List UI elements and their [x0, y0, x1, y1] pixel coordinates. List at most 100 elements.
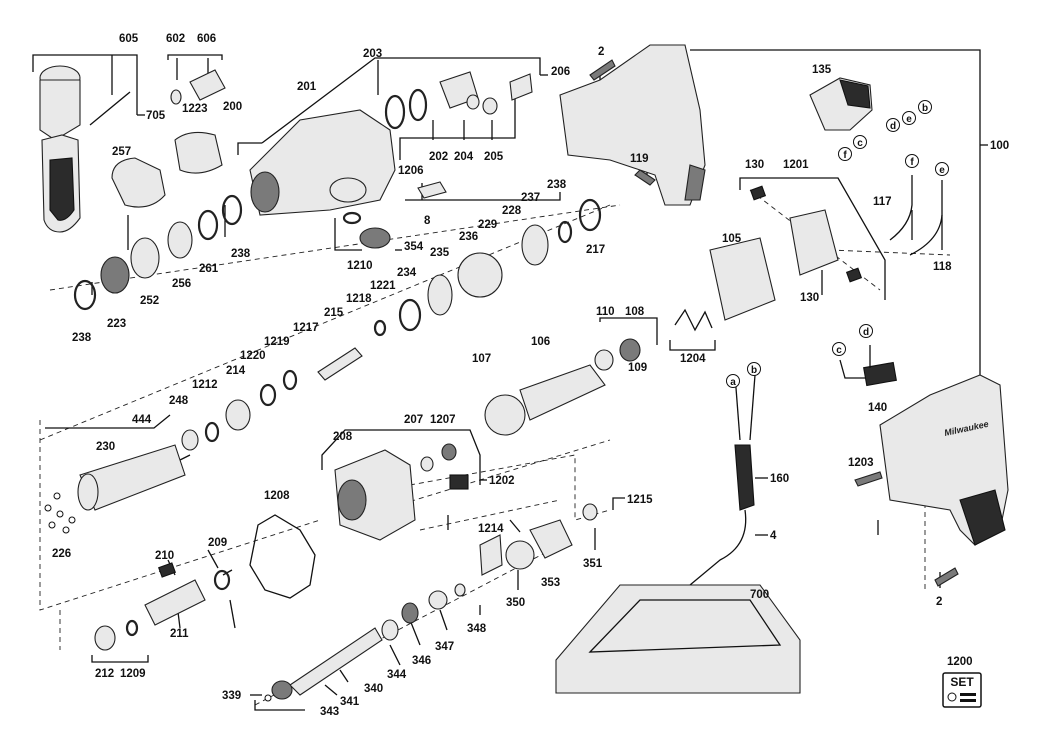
wire-marker: b [747, 362, 761, 376]
part-label: 252 [140, 295, 159, 307]
part-label: 256 [172, 278, 191, 290]
part-label: 1202 [489, 475, 515, 487]
wire-marker: c [853, 135, 867, 149]
part-label: 1215 [627, 494, 653, 506]
set-badge: SET [942, 672, 982, 708]
svg-text:d: d [863, 327, 869, 338]
wire-marker: f [838, 147, 852, 161]
svg-text:b: b [751, 365, 757, 376]
part-label: 106 [531, 336, 550, 348]
part-label: 346 [412, 655, 431, 667]
part-label: 605 [119, 33, 139, 45]
part-label: 1203 [848, 457, 874, 469]
part-label: 1212 [192, 379, 218, 391]
part-label: 203 [363, 48, 382, 60]
part-label: 100 [990, 140, 1009, 152]
wire-marker: d [886, 118, 900, 132]
part-label: 1206 [398, 165, 424, 177]
wire-connection-markers: b e d c f f e d [726, 100, 949, 388]
part-label: 1210 [347, 260, 373, 272]
part-label: 238 [547, 179, 567, 191]
part-label: 4 [770, 530, 777, 542]
part-label: 340 [364, 683, 383, 695]
part-label: 208 [333, 431, 353, 443]
part-label: 1221 [370, 280, 396, 292]
wire-marker: e [935, 162, 949, 176]
part-label: 202 [429, 151, 448, 163]
part-label: 1220 [240, 350, 266, 362]
part-number-labels: 605 602 606 705 1223 257 200 201 203 206… [52, 33, 1009, 718]
part-label: 118 [933, 261, 952, 273]
part-label: 350 [506, 597, 525, 609]
part-label: 339 [222, 690, 241, 702]
svg-text:e: e [906, 114, 912, 125]
part-label: 210 [155, 550, 174, 562]
part-label: 248 [169, 395, 189, 407]
part-label: 348 [467, 623, 487, 635]
part-label: 206 [551, 66, 570, 78]
wire-marker: c [832, 342, 846, 356]
part-label: 705 [146, 110, 166, 122]
part-label: 347 [435, 641, 454, 653]
part-label: 236 [459, 231, 478, 243]
wire-marker: a [726, 374, 740, 388]
part-label: 1214 [478, 523, 504, 535]
part-label: 217 [586, 244, 605, 256]
part-label: 228 [502, 205, 522, 217]
part-label: 351 [583, 558, 603, 570]
svg-text:e: e [939, 165, 945, 176]
part-label: 130 [745, 159, 764, 171]
part-label: 230 [96, 441, 115, 453]
part-label: 1200 [947, 656, 973, 668]
part-label: 200 [223, 101, 242, 113]
bracket-lines [32, 49, 988, 711]
part-label: 209 [208, 537, 227, 549]
svg-text:b: b [922, 103, 928, 114]
part-label: 1218 [346, 293, 372, 305]
part-label: 344 [387, 669, 407, 681]
part-label: 8 [424, 215, 431, 227]
part-label: 238 [72, 332, 92, 344]
part-label: 1223 [182, 103, 208, 115]
wire-marker: d [859, 324, 873, 338]
svg-text:c: c [857, 138, 863, 149]
part-label: 606 [197, 33, 216, 45]
part-label: 119 [630, 153, 649, 165]
part-label: 2 [936, 596, 942, 608]
part-label: 1217 [293, 322, 319, 334]
part-label: 700 [750, 589, 769, 601]
part-label: 2 [598, 46, 604, 58]
svg-text:c: c [836, 345, 842, 356]
part-label: 223 [107, 318, 126, 330]
part-label: 237 [521, 192, 540, 204]
part-label: 444 [132, 414, 152, 426]
part-label: 354 [404, 241, 424, 253]
wire-marker: f [905, 154, 919, 168]
parts-illustration: Milwaukee [39, 44, 1009, 702]
part-label: 110 [596, 306, 615, 318]
part-label: 135 [812, 64, 832, 76]
part-label: 140 [868, 402, 887, 414]
part-label: 261 [199, 263, 219, 275]
svg-text:d: d [890, 121, 896, 132]
part-label: 341 [340, 696, 360, 708]
part-label: 205 [484, 151, 504, 163]
wire-marker: e [902, 111, 916, 125]
part-label: 238 [231, 248, 251, 260]
part-label: 160 [770, 473, 789, 485]
part-label: 211 [170, 628, 189, 640]
part-label: 201 [297, 81, 317, 93]
part-label: 212 [95, 668, 114, 680]
part-label: 235 [430, 247, 450, 259]
part-label: 353 [541, 577, 560, 589]
part-label: 108 [625, 306, 645, 318]
part-label: 107 [472, 353, 491, 365]
part-label: 1204 [680, 353, 706, 365]
part-label: 207 [404, 414, 423, 426]
part-label: 130 [800, 292, 819, 304]
part-label: 214 [226, 365, 246, 377]
part-label: 204 [454, 151, 474, 163]
svg-text:f: f [910, 157, 914, 168]
part-label: 602 [166, 33, 185, 45]
part-label: 229 [478, 219, 497, 231]
